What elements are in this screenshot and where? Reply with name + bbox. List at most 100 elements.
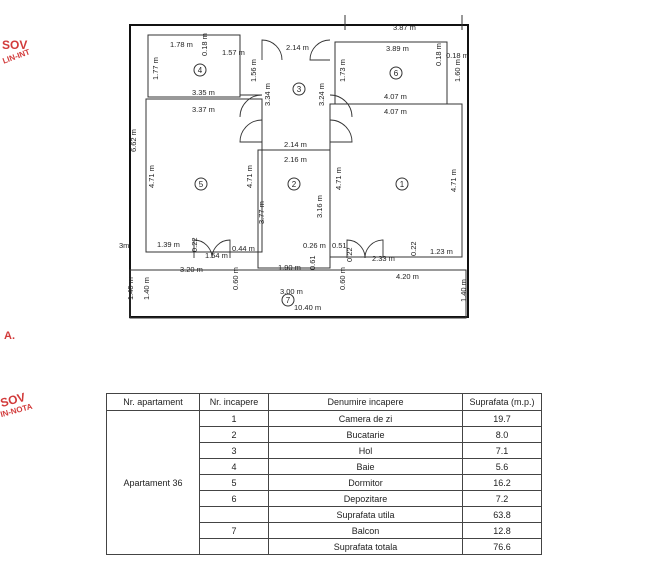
dim-r4-door: 1.56 m: [249, 59, 258, 82]
room-table-wrapper: Nr. apartament Nr. incapere Denumire inc…: [106, 393, 542, 555]
dim-233: 2.33 m: [372, 254, 395, 263]
dim-r5-bottom: 1.39 m: [157, 240, 180, 249]
dim-154: 1.54 m: [205, 251, 228, 260]
dim-r4-small: 0.18 m: [200, 33, 209, 56]
dim-balcony-left: 3.20 m: [180, 265, 203, 274]
room-nr: 7: [199, 522, 269, 539]
room-number-5: 5: [199, 180, 204, 189]
dim-mid-left2: 3.37 m: [192, 105, 215, 114]
room-area: 12.8: [462, 522, 542, 539]
room-name: Baie: [268, 458, 463, 475]
room-area: 8.0: [462, 426, 542, 443]
dim-hall-v1: 3.34 m: [263, 83, 272, 106]
table-row: 5 Dormitor 16.2: [107, 474, 542, 491]
dim-022a: 0.22: [190, 237, 199, 252]
dim-051: 0.51: [332, 241, 347, 250]
room-nr: 1: [199, 410, 269, 427]
dim-r4-height: 1.77 m: [151, 57, 160, 80]
header-room-number: Nr. incapere: [199, 393, 269, 411]
walls: [129, 15, 469, 319]
dim-r2-width: 2.16 m: [284, 155, 307, 164]
dim-r6-small: 0.18 m: [446, 51, 469, 60]
dim-060b: 0.60 m: [338, 267, 347, 290]
apartment-cell: Apartament 36: [106, 410, 200, 555]
dim-r6-left: 1.73 m: [338, 59, 347, 82]
dim-022c: 0.22: [409, 241, 418, 256]
dim-022b: 0.22: [345, 247, 354, 262]
dim-mid-right: 4.07 m: [384, 92, 407, 101]
room-name: Suprafata utila: [268, 506, 463, 523]
dim-total-width: 10.40 m: [294, 303, 321, 312]
dim-balcony-small: 3.00 m: [280, 287, 303, 296]
dim-mid-left: 3.35 m: [192, 88, 215, 97]
dim-060a: 0.60 m: [231, 267, 240, 290]
room-area: 76.6: [462, 538, 542, 555]
table-row: 7 Balcon 12.8: [107, 522, 542, 539]
dim-r5-height2: 4.71 m: [245, 165, 254, 188]
dim-hall-mid: 2.14 m: [284, 140, 307, 149]
table-row: 4 Baie 5.6: [107, 458, 542, 475]
dim-r5-height: 4.71 m: [147, 165, 156, 188]
room-name: Hol: [268, 442, 463, 459]
dim-mid-right2: 4.07 m: [384, 107, 407, 116]
dim-140b: 1.40 m: [142, 277, 151, 300]
dim-140c: 1.40 m: [459, 279, 468, 302]
room-name: Balcon: [268, 522, 463, 539]
dim-r1-height2: 4.71 m: [449, 169, 458, 192]
dim-top-right: 3.87 m: [393, 23, 416, 32]
stamp-fragment-bottom: SOV IN-NOTA: [0, 390, 33, 419]
table-row: Apartament 36 1 Camera de zi 19.7: [106, 410, 542, 555]
room-number-1: 1: [400, 180, 405, 189]
room-area: 63.8: [462, 506, 542, 523]
door-arcs: [193, 39, 384, 259]
floor-plan: 4 6 3 5 2 1 7 3.87 m 1.78 m 1.57 m 0.18 …: [119, 15, 469, 319]
stamp-fragment-top: SOV LIN-INT: [1, 38, 31, 66]
dimension-labels: 3.87 m 1.78 m 1.57 m 0.18 m 1.77 m 1.56 …: [119, 23, 469, 312]
room-nr: 5: [199, 474, 269, 491]
dim-hall-v2: 3.24 m: [317, 83, 326, 106]
dim-r1-bottom: 1.23 m: [430, 247, 453, 256]
room-number-2: 2: [292, 180, 297, 189]
room-nr: 4: [199, 458, 269, 475]
room-area: 7.2: [462, 490, 542, 507]
room-name: Depozitare: [268, 490, 463, 507]
dim-r4-inner: 1.57 m: [222, 48, 245, 57]
dim-r6-width: 3.89 m: [386, 44, 409, 53]
dim-026: 0.26 m: [303, 241, 326, 250]
room-nr: 6: [199, 490, 269, 507]
stamp-fragment-mid: A.: [4, 330, 15, 342]
room-number-4: 4: [198, 66, 203, 75]
room-number-3: 3: [297, 85, 302, 94]
room-table: Nr. apartament Nr. incapere Denumire inc…: [106, 393, 542, 555]
dim-061: 0.61: [308, 255, 317, 270]
room-name: Bucatarie: [268, 426, 463, 443]
room-nr: [199, 538, 269, 555]
dim-balcony-right: 4.20 m: [396, 272, 419, 281]
dim-r2-height: 3.77 m: [257, 201, 266, 224]
dim-hall-top: 2.14 m: [286, 43, 309, 52]
room-area: 16.2: [462, 474, 542, 491]
dim-r6-small2: 0.18 m: [434, 43, 443, 66]
stamp-text-1: SOV: [2, 38, 28, 52]
room-number-7: 7: [286, 296, 291, 305]
header-area: Suprafata (m.p.): [462, 393, 542, 411]
dim-r2-height2: 3.16 m: [315, 195, 324, 218]
dim-r1-height: 4.71 m: [334, 167, 343, 190]
room-numbers: 4 6 3 5 2 1 7: [193, 63, 409, 307]
dim-r4-width: 1.78 m: [170, 40, 193, 49]
dim-left-m: 3m: [119, 241, 129, 250]
dim-r6-right: 1.60 m: [453, 59, 462, 82]
room-name: Suprafata totala: [268, 538, 463, 555]
room-nr: [199, 506, 269, 523]
room-area: 7.1: [462, 442, 542, 459]
room-nr: 3: [199, 442, 269, 459]
room-nr: 2: [199, 426, 269, 443]
room-area: 19.7: [462, 410, 542, 427]
table-header-row: Nr. apartament Nr. incapere Denumire inc…: [106, 393, 542, 411]
dim-r2-bottom: 1.90 m: [278, 263, 301, 272]
dim-overall-height: 6.62 m: [129, 129, 138, 152]
stamp-text-3: A.: [4, 330, 15, 342]
table-row-total: Suprafata totala 76.6: [107, 538, 542, 555]
room-name: Camera de zi: [268, 410, 463, 427]
dim-140a: 1.40 m: [126, 277, 135, 300]
